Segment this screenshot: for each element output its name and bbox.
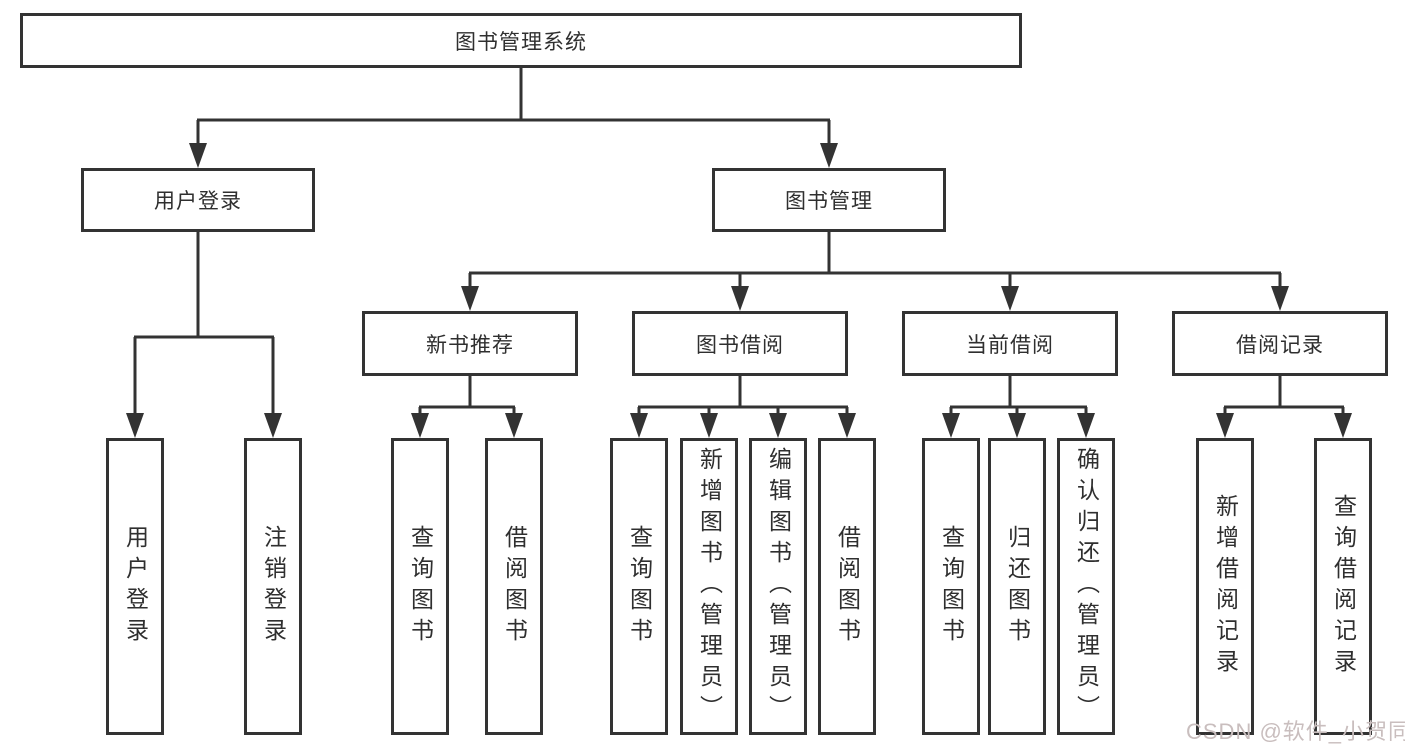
leaf-borrow-add-book-admin: 新增图书（管理员） [680,438,738,735]
leaf-borrow-add-book-admin-label: 新增图书（管理员） [696,447,723,726]
leaf-logout-label: 注销登录 [260,524,287,649]
leaf-current-query-book-label: 查询图书 [938,524,965,649]
leaf-borrow-query-book: 查询图书 [610,438,668,735]
leaf-newbook-borrow-book-label: 借阅图书 [501,524,528,649]
node-book-management: 图书管理 [712,168,946,232]
node-new-book-recommend-label: 新书推荐 [426,333,514,357]
node-current-borrow: 当前借阅 [902,311,1118,376]
leaf-records-add-record-label: 新增借阅记录 [1212,493,1239,680]
csdn-watermark: CSDN @软件_小贺同学 [1186,719,1405,744]
leaf-borrow-query-book-label: 查询图书 [626,524,653,649]
leaf-current-return-book-label: 归还图书 [1004,524,1031,649]
leaf-borrow-edit-book-admin-label: 编辑图书（管理员） [765,447,792,726]
node-user-login-label: 用户登录 [154,190,242,213]
leaf-current-query-book: 查询图书 [922,438,980,735]
node-book-borrow-label: 图书借阅 [696,333,784,357]
leaf-current-return-book: 归还图书 [988,438,1046,735]
leaf-records-add-record: 新增借阅记录 [1196,438,1254,735]
leaf-current-confirm-return-admin-label: 确认归还（管理员） [1073,447,1100,726]
leaf-user-login: 用户登录 [106,438,164,735]
leaf-borrow-edit-book-admin: 编辑图书（管理员） [749,438,807,735]
leaf-current-confirm-return-admin: 确认归还（管理员） [1057,438,1115,735]
node-user-login: 用户登录 [81,168,315,232]
leaf-newbook-query-book: 查询图书 [391,438,449,735]
leaf-borrow-borrow-book: 借阅图书 [818,438,876,735]
node-book-management-label: 图书管理 [785,190,873,213]
leaf-newbook-borrow-book: 借阅图书 [485,438,543,735]
node-book-borrow: 图书借阅 [632,311,848,376]
node-borrow-records: 借阅记录 [1172,311,1388,376]
node-current-borrow-label: 当前借阅 [966,333,1054,357]
leaf-records-query-record-label: 查询借阅记录 [1330,493,1357,680]
leaf-user-login-label: 用户登录 [122,524,149,649]
leaf-borrow-borrow-book-label: 借阅图书 [834,524,861,649]
node-new-book-recommend: 新书推荐 [362,311,578,376]
node-root-label: 图书管理系统 [455,30,587,54]
leaf-records-query-record: 查询借阅记录 [1314,438,1372,735]
leaf-logout: 注销登录 [244,438,302,735]
leaf-newbook-query-book-label: 查询图书 [407,524,434,649]
node-borrow-records-label: 借阅记录 [1236,333,1324,357]
node-root: 图书管理系统 [20,13,1022,68]
